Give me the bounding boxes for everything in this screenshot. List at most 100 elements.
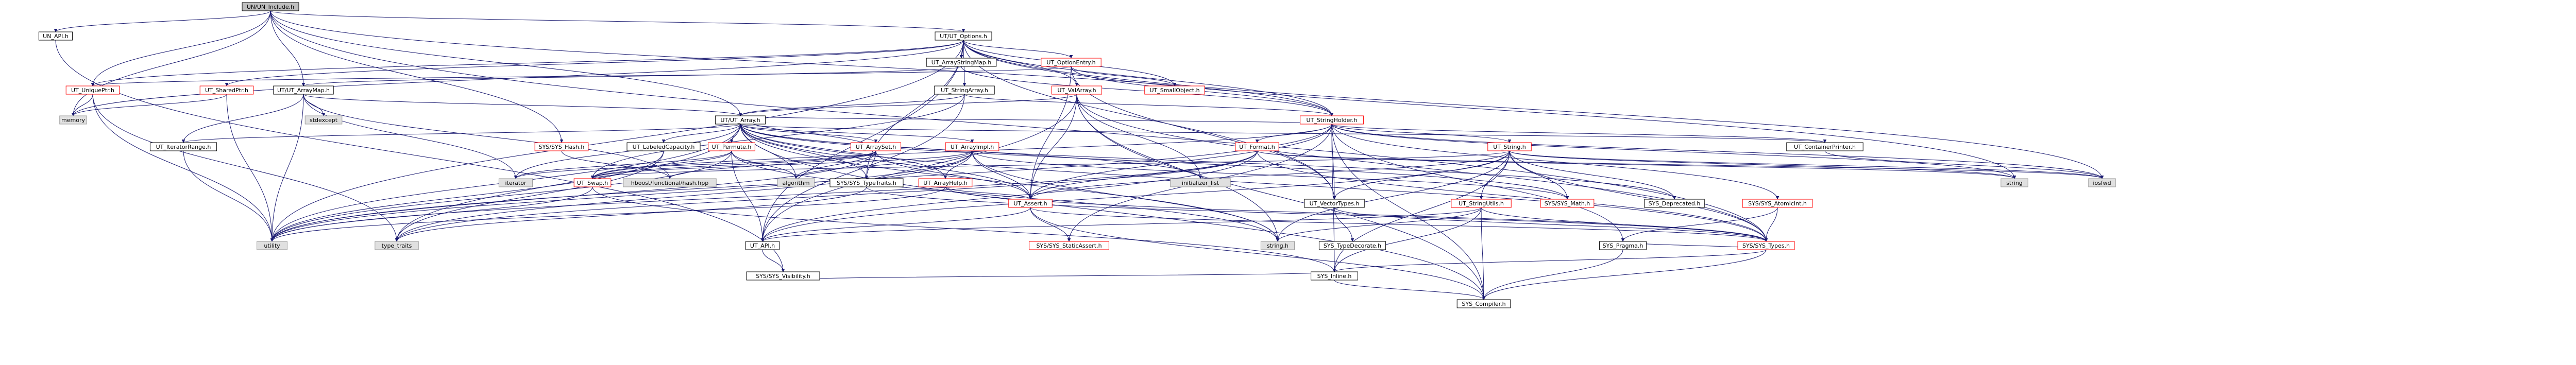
node-ut_arrayimpl[interactable]: UT_ArrayImpl.h: [945, 142, 999, 151]
edge-ut_arrayhelp-to-ut_assert: [945, 186, 1030, 200]
edge-ut_format-to-ut_api: [762, 150, 1258, 241]
edge-ut_valarray-to-ut_assert: [1030, 94, 1077, 199]
edge-ut_labeledcapacity-to-utility: [272, 150, 664, 241]
node-ut_uniqueptr[interactable]: UT_UniquePtr.h: [65, 85, 120, 95]
node-sys_visibility[interactable]: SYS/SYS_Visibility.h: [746, 271, 820, 281]
edge-ut_stringholder-to-sys_compiler: [1331, 124, 1484, 300]
node-ut_labeledcapacity[interactable]: UT_LabeledCapacity.h: [626, 142, 701, 151]
node-ut_vectortypes[interactable]: UT_VectorTypes.h: [1304, 199, 1365, 208]
edge-un_include-to-sys_types: [270, 10, 1766, 241]
node-ut_containerprinter[interactable]: UT_ContainerPrinter.h: [1786, 142, 1863, 151]
node-ut_array[interactable]: UT/UT_Array.h: [715, 115, 766, 125]
node-label: UT_Permute.h: [712, 144, 752, 150]
edge-ut_string-to-sys_types: [1509, 150, 1766, 241]
node-label: SYS/SYS_Visibility.h: [756, 273, 810, 280]
node-sys_compiler[interactable]: SYS_Compiler.h: [1456, 299, 1511, 308]
node-label: SYS_Pragma.h: [1603, 242, 1643, 249]
edge-ut_arrayimpl-to-ut_arrayhelp: [945, 150, 973, 179]
edge-ut_array-to-ut_labeledcapacity: [664, 124, 741, 143]
node-ut_arrayset[interactable]: UT_ArraySet.h: [850, 142, 902, 151]
edge-ut_arraymap-to-boost_hash: [303, 94, 670, 179]
edge-ut_stringarray-to-ut_stringholder: [964, 94, 1332, 116]
edge-ut_string-to-ut_stringutils: [1481, 150, 1510, 199]
node-ut_string[interactable]: UT_String.h: [1487, 142, 1532, 151]
node-label: UT/UT_Array.h: [720, 117, 760, 124]
edge-ut_api-to-sys_visibility: [762, 249, 783, 272]
edge-ut_arrayimpl-to-utility: [272, 150, 973, 241]
node-ut_assert[interactable]: UT_Assert.h: [1008, 199, 1053, 208]
edge-ut_arraymap-to-ut_iteratorrange: [183, 94, 304, 143]
edge-un_api-to-sys_visibility: [55, 40, 783, 272]
node-boost_hash: hboost/functional/hash.hpp: [623, 178, 717, 187]
edge-ut_stringholder-to-ut_containerprinter: [1331, 124, 1825, 143]
node-ut_options[interactable]: UT/UT_Options.h: [935, 31, 992, 41]
edge-un_include-to-ut_array: [270, 10, 740, 116]
node-ut_stringutils[interactable]: UT_StringUtils.h: [1451, 199, 1512, 208]
node-ut_format[interactable]: UT_Format.h: [1235, 142, 1279, 151]
node-ut_stringarray[interactable]: UT_StringArray.h: [934, 85, 995, 95]
node-label: stdexcept: [310, 117, 338, 124]
edge-ut_permute-to-ut_swap: [592, 150, 732, 179]
edge-ut_stringutils-to-sys_types: [1481, 207, 1766, 242]
node-sys_types[interactable]: SYS/SYS_Types.h: [1737, 241, 1795, 250]
node-label: UT_StringArray.h: [941, 87, 988, 94]
node-string: string: [2001, 178, 2028, 187]
node-label: UN_API.h: [43, 33, 69, 40]
edge-ut_arrayhelp-to-utility: [272, 186, 946, 242]
edge-ut_array-to-sys_compiler: [740, 124, 1484, 300]
node-ut_api[interactable]: UT_API.h: [745, 241, 780, 250]
edge-sys_atomicint-to-sys_types: [1766, 207, 1778, 241]
node-ut_swap[interactable]: UT_Swap.h: [573, 178, 612, 187]
node-sys_pragma[interactable]: SYS_Pragma.h: [1599, 241, 1647, 250]
node-sys_math[interactable]: SYS/SYS_Math.h: [1540, 199, 1595, 208]
edge-un_include-to-ut_arraymap: [270, 10, 303, 86]
edge-ut_swap-to-sys_inline: [592, 186, 1334, 272]
node-iterator: iterator: [498, 178, 533, 187]
edge-ut_format-to-ut_assert: [1030, 150, 1258, 200]
node-sys_inline[interactable]: SYS_Inline.h: [1311, 271, 1358, 281]
node-ut_stringholder[interactable]: UT_StringHolder.h: [1300, 115, 1364, 125]
edge-ut_permute-to-iterator: [516, 150, 732, 179]
edge-ut_options-to-ut_vectortypes: [963, 40, 1334, 199]
edge-ut_valarray-to-initializer_list: [1076, 94, 1200, 179]
node-stdexcept: stdexcept: [304, 115, 343, 125]
node-sys_hash[interactable]: SYS/SYS_Hash.h: [534, 142, 589, 151]
edge-ut_string-to-sys_math: [1509, 150, 1567, 199]
edge-ut_sharedptr-to-utility: [226, 94, 272, 241]
edge-ut_arrayset-to-iterator: [516, 150, 876, 179]
edge-ut_stringholder-to-ut_string: [1331, 124, 1510, 143]
edge-ut_stringarray-to-ut_array: [740, 94, 965, 116]
edge-ut_swap-to-utility: [272, 186, 593, 242]
node-sys_typetraits[interactable]: SYS/SYS_TypeTraits.h: [829, 178, 904, 187]
node-label: UT_Assert.h: [1013, 200, 1047, 207]
edge-ut_vectortypes-to-sys_typedecorate: [1334, 207, 1352, 241]
edge-ut_array-to-sys_typetraits: [740, 124, 867, 179]
edge-ut_stringholder-to-iosfwd: [1331, 124, 2102, 179]
node-sys_staticassert[interactable]: SYS/SYS_StaticAssert.h: [1029, 241, 1109, 250]
node-ut_optionentry[interactable]: UT_OptionEntry.h: [1041, 58, 1101, 67]
node-label: hboost/functional/hash.hpp: [631, 180, 708, 186]
edge-ut_array-to-sys_math: [740, 124, 1567, 199]
edge-ut_string-to-ut_swap: [592, 150, 1510, 179]
node-ut_permute[interactable]: UT_Permute.h: [708, 142, 755, 151]
node-ut_arraymap[interactable]: UT/UT_ArrayMap.h: [273, 85, 334, 95]
node-ut_smallobject[interactable]: UT_SmallObject.h: [1144, 85, 1205, 95]
node-sys_typedecorate[interactable]: SYS_TypeDecorate.h: [1318, 241, 1386, 250]
node-ut_sharedptr[interactable]: UT_SharedPtr.h: [199, 85, 254, 95]
node-label: UT_String.h: [1493, 144, 1526, 150]
edge-ut_options-to-utility: [272, 40, 964, 241]
edge-ut_options-to-ut_stringholder: [963, 40, 1332, 116]
node-sys_atomicint[interactable]: SYS/SYS_AtomicInt.h: [1742, 199, 1813, 208]
edge-ut_arrayset-to-ut_assert: [875, 150, 1030, 199]
node-ut_arrayhelp[interactable]: UT_ArrayHelp.h: [918, 178, 973, 187]
node-sys_deprecated[interactable]: SYS_Deprecated.h: [1644, 199, 1705, 208]
node-ut_valarray[interactable]: UT_ValArray.h: [1051, 85, 1103, 95]
node-label: initializer_list: [1182, 180, 1219, 186]
node-label: iosfwd: [2093, 180, 2111, 186]
node-ut_arraystringmap[interactable]: UT_ArrayStringMap.h: [926, 58, 997, 67]
edge-ut_valarray-to-ut_api: [762, 94, 1077, 241]
node-un_api[interactable]: UN_API.h: [38, 31, 73, 41]
edge-ut_permute-to-utility: [272, 150, 732, 241]
node-ut_iteratorrange[interactable]: UT_IteratorRange.h: [149, 142, 217, 151]
